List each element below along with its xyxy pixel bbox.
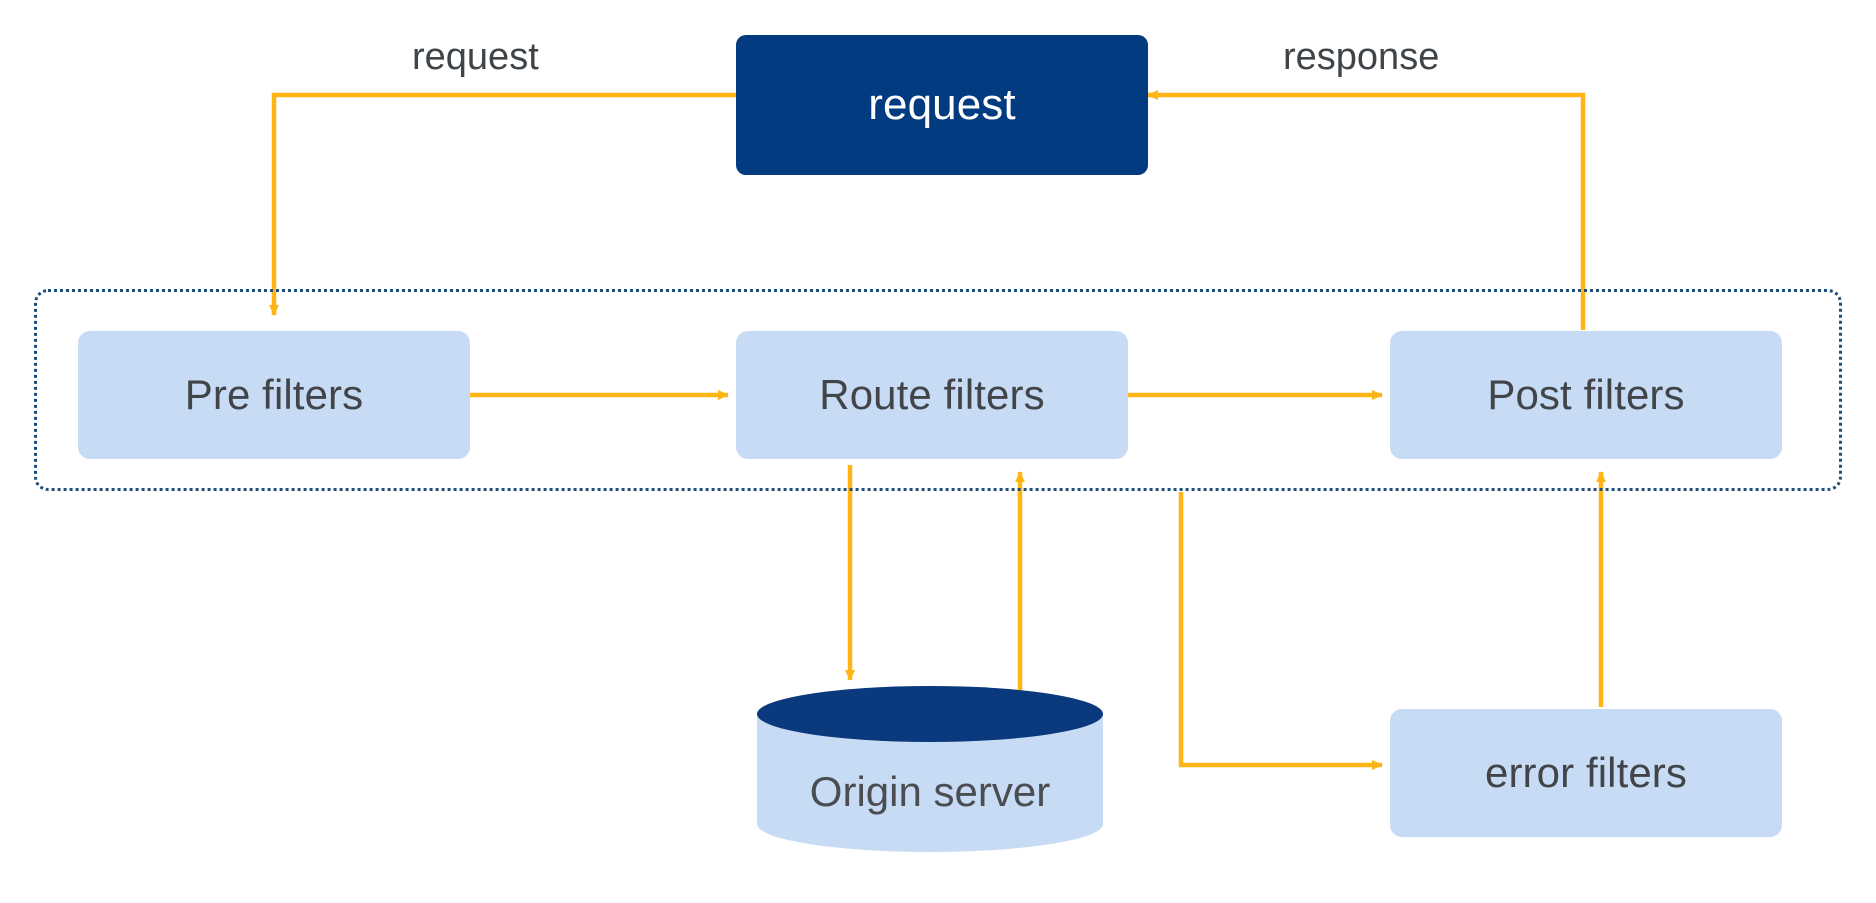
edge-label-response: response bbox=[1283, 36, 1440, 78]
node-error-filters[interactable]: error filters bbox=[1390, 709, 1782, 837]
filter-pipeline-group bbox=[34, 289, 1842, 491]
node-post-filters[interactable]: Post filters bbox=[1390, 331, 1782, 459]
node-post-filters-label: Post filters bbox=[1487, 371, 1685, 418]
edge-pipeline-to-error-filters bbox=[1178, 492, 1383, 770]
node-request-label: request bbox=[868, 80, 1016, 129]
node-pre-filters[interactable]: Pre filters bbox=[78, 331, 470, 459]
node-origin-server-label: Origin server bbox=[809, 768, 1051, 815]
node-pre-filters-label: Pre filters bbox=[184, 371, 364, 418]
node-request[interactable]: request bbox=[736, 35, 1148, 175]
node-route-filters-label: Route filters bbox=[819, 371, 1045, 418]
edge-request-to-pre-filters bbox=[269, 92, 736, 316]
node-origin-server[interactable]: Origin server bbox=[757, 686, 1103, 866]
node-route-filters[interactable]: Route filters bbox=[736, 331, 1128, 459]
node-error-filters-label: error filters bbox=[1485, 749, 1687, 796]
cylinder-top-ellipse bbox=[757, 686, 1103, 742]
edge-label-request: request bbox=[412, 36, 539, 78]
